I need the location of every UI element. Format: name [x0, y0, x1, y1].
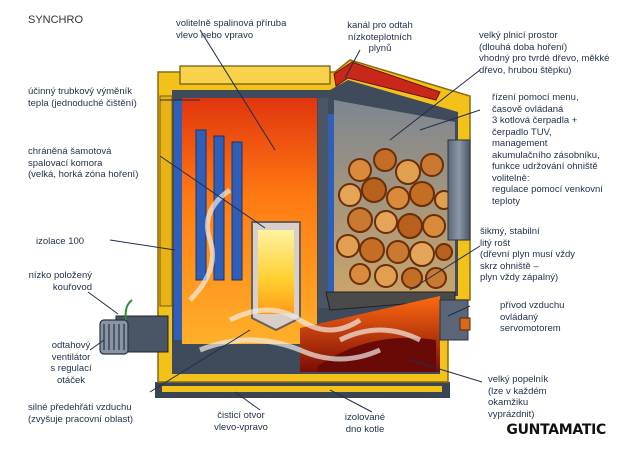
label-ash-pan: velký popelník (lze v každém okamžiku vy… [488, 374, 549, 420]
gas-channel [333, 61, 441, 101]
label-flue-low: nízko položený kouřovod [28, 270, 92, 293]
ash-pile [318, 337, 436, 372]
side-jacket-left [174, 100, 182, 340]
label-heat-exchanger: účinný trubkový výměník tepla (jednoduch… [28, 86, 137, 109]
divider-wall [318, 98, 328, 308]
label-insulation: izolace 100 [36, 236, 85, 247]
servo-knob [459, 317, 471, 331]
divider-blue [328, 114, 334, 300]
label-flue-flange: volitelně spalinová příruba vlevo nebo v… [176, 18, 287, 41]
label-fill-space: velký plnicí prostor (dlouhá doba hoření… [479, 30, 610, 76]
chamber-fire [258, 230, 294, 314]
exchanger-tube-1 [195, 129, 207, 281]
top-lid [179, 65, 331, 85]
fan-cable [124, 299, 133, 321]
exchanger-tube-2 [213, 135, 225, 281]
diagram-title: SYNCHRO [28, 14, 84, 26]
exchanger-tube-3 [231, 141, 243, 281]
label-combustion-chamber: chráněná šamotová spalovací komora (velk… [28, 146, 139, 180]
label-fan: odtahový ventilátor s regulací otáček [50, 340, 92, 386]
label-control: řízení pomocí menu, časově ovládaná 3 ko… [492, 92, 603, 207]
label-insulated-bottom: izolované dno kotle [344, 412, 386, 435]
label-preheat: silné předehřátí vzduchu (zvyšuje pracov… [28, 402, 134, 425]
label-gas-channel: kanál pro odtah nízkoteplotních plynů [347, 20, 413, 54]
label-air-supply: přívod vzduchu ovládaný servomotorem [500, 300, 565, 334]
smoke-swirls [188, 187, 422, 362]
leader-lines [87, 29, 483, 413]
label-grate: šikmý, stabilní litý rošt (dřevní plyn m… [480, 226, 576, 283]
front-panel [159, 95, 173, 307]
label-cleaning: čisticí otvor vlevo-vpravo [214, 410, 268, 433]
insulated-bottom [162, 386, 442, 392]
control-unit [447, 139, 471, 241]
exhaust-fan [99, 319, 129, 355]
brand-logo: GUNTAMATIC [506, 422, 606, 438]
wood-logs [336, 148, 454, 289]
